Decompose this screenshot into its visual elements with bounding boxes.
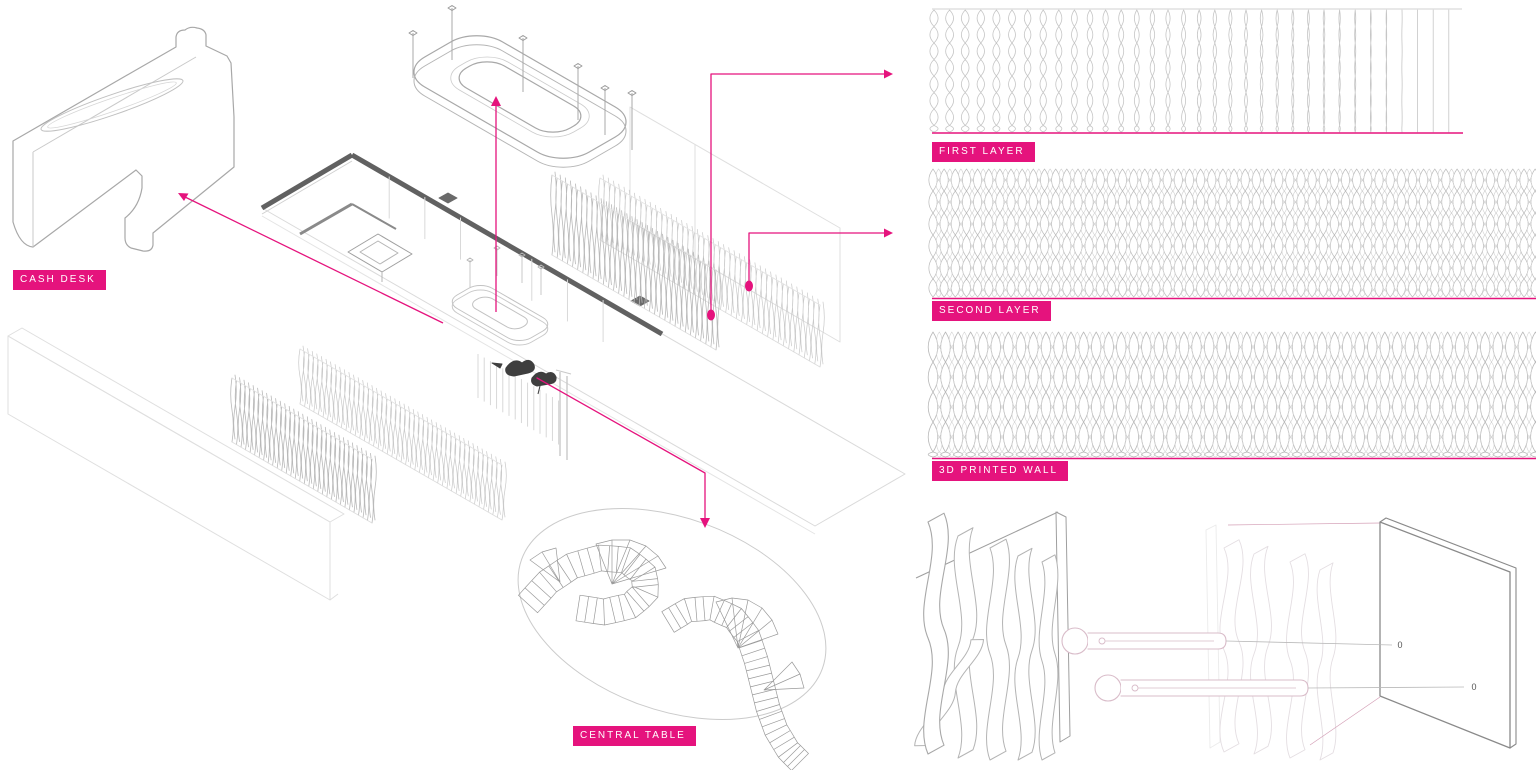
central-table-drawing xyxy=(517,507,827,770)
cash-desk-label: CASH DESK xyxy=(13,270,106,290)
panel-hole-marker-1: 0 xyxy=(1397,640,1402,650)
panel-hole-marker-2: 0 xyxy=(1471,682,1476,692)
exploded-wavy-walls xyxy=(230,171,825,524)
ghost-planes xyxy=(7,106,841,601)
central-table-label: CENTRAL TABLE xyxy=(573,726,696,746)
first-layer-label: FIRST LAYER xyxy=(932,142,1035,162)
wall-assembly-details xyxy=(914,511,1517,761)
ceiling-ring-drawing xyxy=(408,5,637,177)
callout-arrows xyxy=(178,69,893,528)
second-layer-label: SECOND LAYER xyxy=(932,301,1051,321)
room-axonometric xyxy=(260,152,906,535)
printed-wall-label: 3D PRINTED WALL xyxy=(932,461,1069,481)
cash-desk-drawing xyxy=(12,26,235,252)
layer-pattern-strips xyxy=(927,8,1536,460)
